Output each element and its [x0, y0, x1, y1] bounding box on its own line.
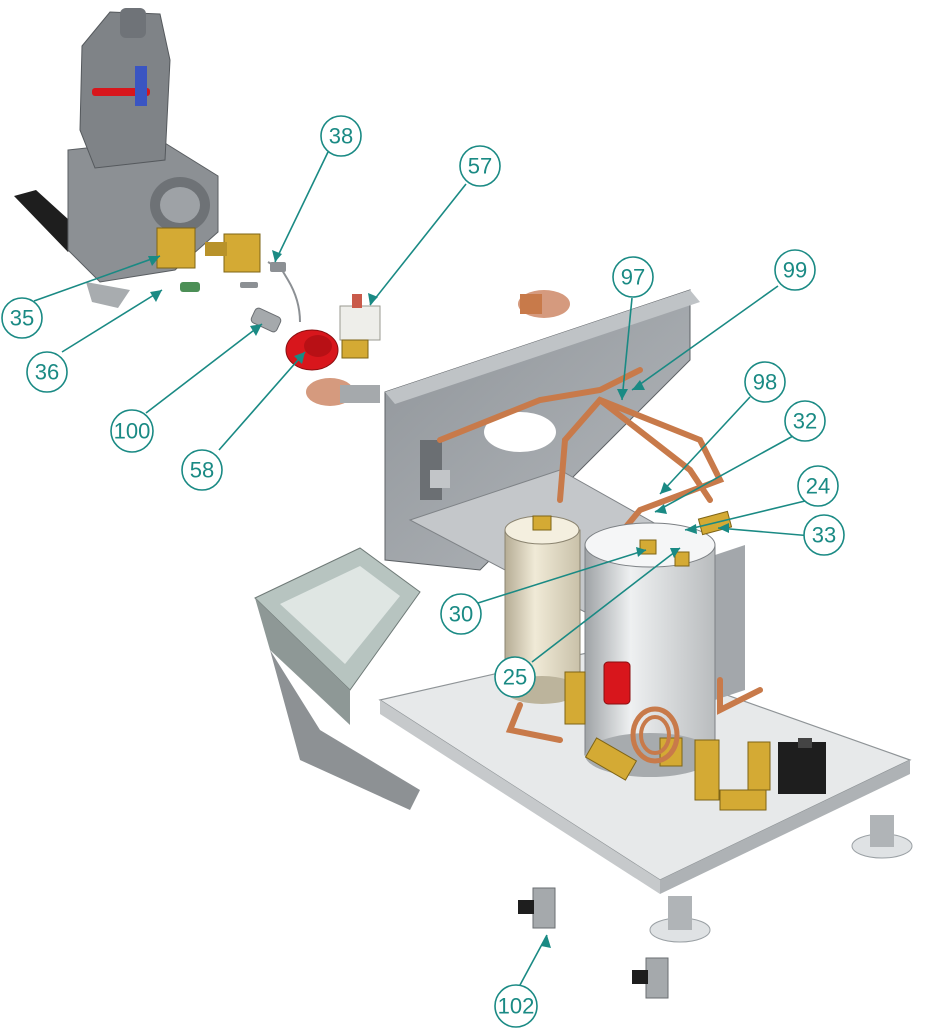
leader-lines [33, 151, 813, 986]
callout-102: 102 [494, 984, 538, 1028]
callout-36: 36 [26, 351, 68, 393]
leader-arrowheads [148, 250, 729, 948]
callout-100-label: 100 [114, 419, 151, 444]
leader-30 [477, 549, 647, 604]
top-steam-fittings [306, 290, 570, 406]
leader-97 [621, 297, 633, 401]
callout-30-label: 30 [449, 602, 473, 627]
callout-33: 33 [803, 514, 845, 556]
callout-99: 99 [774, 249, 816, 291]
callout-97-label: 97 [621, 265, 645, 290]
callout-36-label: 36 [35, 360, 59, 385]
leader-33 [717, 527, 813, 537]
pressure-switch [603, 661, 631, 705]
steam-boiler [584, 522, 716, 777]
group-head-assembly [14, 8, 261, 308]
leader-35 [33, 255, 161, 302]
callout-98: 98 [744, 361, 786, 403]
callout-97: 97 [612, 256, 654, 298]
callout-35-label: 35 [10, 306, 34, 331]
callout-labels: 35 36 38 57 100 58 97 99 [1, 115, 845, 1028]
callout-25-label: 25 [503, 665, 527, 690]
callout-38: 38 [320, 115, 362, 157]
ball-valve-102-part [518, 887, 669, 999]
callout-33-label: 33 [812, 523, 836, 548]
leader-98 [659, 396, 751, 495]
electrical-connector-block [778, 738, 826, 794]
connector-pin-100-part [250, 307, 282, 333]
leader-25 [531, 547, 681, 663]
leader-24 [684, 500, 806, 531]
leader-38 [274, 151, 329, 263]
callout-57-label: 57 [468, 154, 492, 179]
callout-24-label: 24 [806, 474, 830, 499]
callout-98-label: 98 [753, 370, 777, 395]
leader-99 [631, 285, 779, 391]
leader-32 [654, 435, 794, 513]
callout-100: 100 [110, 409, 154, 453]
leader-100 [145, 323, 263, 414]
callout-38-label: 38 [329, 124, 353, 149]
callout-30: 30 [440, 593, 482, 635]
callout-58: 58 [181, 449, 223, 491]
callout-57: 57 [459, 145, 501, 187]
callout-24: 24 [797, 465, 839, 507]
callout-32: 32 [784, 400, 826, 442]
copper-pipework [437, 367, 763, 743]
heating-coil [630, 706, 680, 764]
leader-58 [218, 351, 306, 451]
callout-58-label: 58 [190, 458, 214, 483]
callout-102-label: 102 [498, 994, 535, 1019]
sensor-38-part [267, 261, 301, 323]
leader-57 [369, 183, 467, 306]
callout-25: 25 [494, 656, 536, 698]
solenoid-valve-57-part [339, 294, 381, 359]
leader-36 [61, 289, 163, 353]
callout-99-label: 99 [783, 258, 807, 283]
callout-32-label: 32 [793, 409, 817, 434]
callout-35: 35 [1, 297, 43, 339]
